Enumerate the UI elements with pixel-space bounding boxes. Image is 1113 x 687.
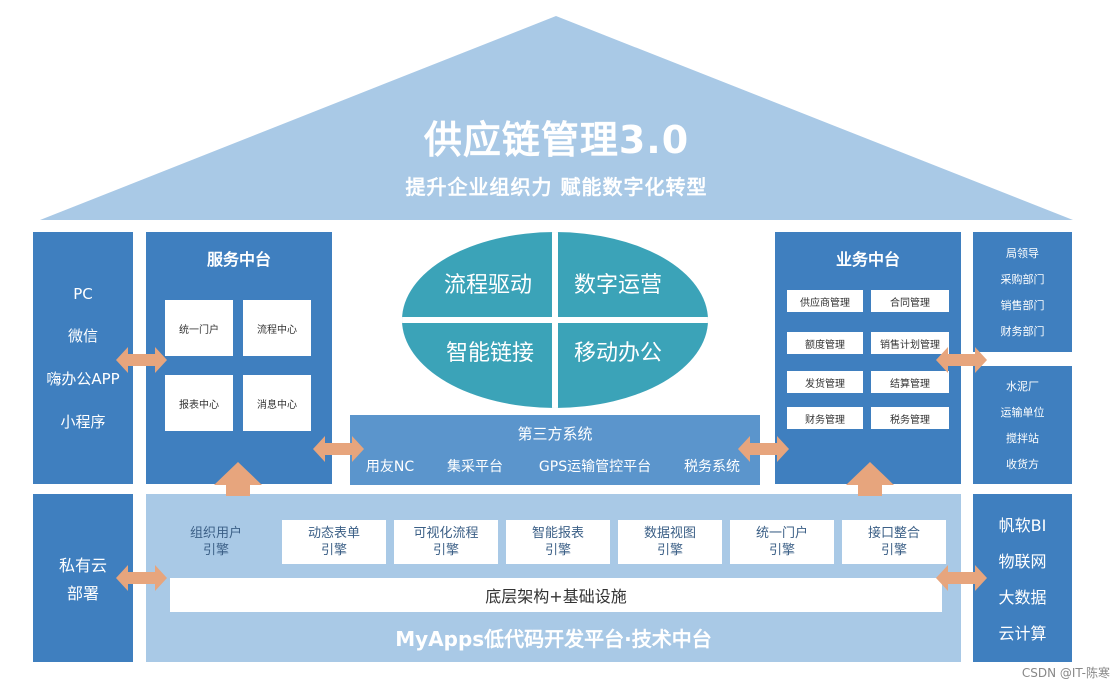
third-party-gps: GPS运输管控平台 [538, 459, 652, 475]
arrow-business-org [936, 347, 987, 373]
client-channels-panel: PC 微信 嗨办公APP 小程序 [33, 232, 133, 484]
third-party-yonyou: 用友NC [365, 459, 415, 475]
engine-unified-portal-name: 统一门户 [755, 526, 808, 541]
service-item-process: 流程中心 [243, 300, 311, 356]
org-leader: 局领导 [1006, 247, 1039, 260]
partner-cement-plant: 水泥厂 [1006, 380, 1039, 393]
client-wechat: 微信 [67, 326, 98, 345]
service-item-portal: 统一门户 [165, 300, 233, 356]
engine-visual-process-name: 可视化流程 [413, 526, 479, 541]
quadrant-mobile-office: 移动办公 [574, 341, 662, 366]
partner-receiver: 收货方 [1006, 458, 1039, 471]
arrow-lowcode-up-service [214, 462, 262, 496]
engine-org-user: 组织用户 引擎 [161, 522, 271, 562]
engine-interface-integration-suffix: 引擎 [880, 543, 907, 558]
engine-data-view: 数据视图 引擎 [618, 520, 722, 564]
partner-transport: 运输单位 [1000, 406, 1045, 419]
service-platform-title: 服务中台 [206, 250, 271, 269]
internal-departments-panel: 局领导 采购部门 销售部门 财务部门 [973, 232, 1072, 352]
lowcode-platform-title: MyApps低代码开发平台·技术中台 [395, 626, 712, 651]
external-partners-panel: 水泥厂 运输单位 搅拌站 收货方 [973, 366, 1072, 484]
service-fanruan-bi: 帆软BI [998, 516, 1047, 535]
arrow-lowcode-services [936, 565, 987, 591]
client-pc: PC [73, 284, 93, 303]
engine-dynamic-form-name: 动态表单 [307, 526, 360, 541]
engine-interface-integration: 接口整合 引擎 [842, 520, 946, 564]
third-party-procurement: 集采平台 [447, 459, 503, 475]
arrow-cloud-lowcode [116, 565, 167, 591]
engine-org-user-name: 组织用户 [189, 526, 242, 541]
lowcode-platform-panel: 组织用户 引擎 动态表单 引擎 可视化流程 引擎 智能报表 引擎 数据视图 引擎… [146, 494, 961, 662]
engine-unified-portal: 统一门户 引擎 [730, 520, 834, 564]
business-item-shipping: 发货管理 [787, 371, 863, 393]
business-item-supplier: 供应商管理 [787, 290, 863, 312]
foundation-bar: 底层架构+基础设施 [170, 578, 942, 612]
engine-smart-report-name: 智能报表 [531, 526, 584, 541]
service-iot: 物联网 [998, 552, 1047, 571]
quadrant-process-driven: 流程驱动 [444, 273, 532, 298]
csdn-watermark: CSDN @IT-陈寒 [1021, 666, 1110, 680]
roof-shape [40, 16, 1073, 220]
engine-data-view-name: 数据视图 [643, 526, 696, 541]
org-purchasing: 采购部门 [1000, 273, 1045, 286]
engine-interface-integration-name: 接口整合 [867, 526, 920, 541]
business-item-contract: 合同管理 [871, 290, 949, 312]
quadrant-smart-link: 智能链接 [446, 341, 534, 366]
client-miniprogram: 小程序 [60, 412, 106, 431]
core-capabilities-oval: 流程驱动 数字运营 智能链接 移动办公 [402, 232, 708, 408]
engine-dynamic-form-suffix: 引擎 [320, 543, 347, 558]
business-platform-panel: 业务中台 供应商管理 合同管理 额度管理 销售计划管理 发货管理 结算管理 财务… [775, 232, 961, 484]
engine-smart-report: 智能报表 引擎 [506, 520, 610, 564]
business-item-sales-plan: 销售计划管理 [871, 332, 949, 354]
client-app: 嗨办公APP [46, 369, 120, 388]
service-item-report: 报表中心 [165, 375, 233, 431]
business-item-settlement: 结算管理 [871, 371, 949, 393]
third-party-systems-panel: 第三方系统 用友NC 集采平台 GPS运输管控平台 税务系统 [350, 415, 760, 485]
service-cloud: 云计算 [998, 624, 1047, 643]
org-finance: 财务部门 [1000, 325, 1045, 338]
business-platform-title: 业务中台 [835, 250, 900, 269]
engine-unified-portal-suffix: 引擎 [768, 543, 795, 558]
diagram-title: 供应链管理3.0 [423, 117, 690, 162]
quadrant-digital-operation: 数字运营 [574, 273, 662, 298]
org-sales: 销售部门 [1000, 299, 1045, 312]
third-party-title: 第三方系统 [517, 424, 593, 443]
engine-smart-report-suffix: 引擎 [544, 543, 571, 558]
service-item-message: 消息中心 [243, 375, 311, 431]
private-cloud-line1: 私有云 [58, 556, 107, 575]
engine-visual-process: 可视化流程 引擎 [394, 520, 498, 564]
engine-data-view-suffix: 引擎 [656, 543, 683, 558]
private-cloud-line2: 部署 [66, 584, 99, 603]
partner-mixing-station: 搅拌站 [1006, 432, 1039, 445]
service-bigdata: 大数据 [998, 588, 1047, 607]
arrow-clients-service [116, 347, 167, 373]
arrow-service-thirdparty [313, 436, 364, 462]
business-item-quota: 额度管理 [787, 332, 863, 354]
business-item-finance: 财务管理 [787, 407, 863, 429]
business-item-tax: 税务管理 [871, 407, 949, 429]
third-party-tax: 税务系统 [684, 459, 740, 475]
arrow-lowcode-up-business [846, 462, 894, 496]
data-services-panel: 帆软BI 物联网 大数据 云计算 [973, 494, 1072, 662]
engine-dynamic-form: 动态表单 引擎 [282, 520, 386, 564]
engine-visual-process-suffix: 引擎 [432, 543, 459, 558]
arrow-thirdparty-business [738, 436, 789, 462]
service-platform-panel: 服务中台 统一门户 流程中心 报表中心 消息中心 [146, 232, 332, 484]
engine-org-user-suffix: 引擎 [202, 543, 229, 558]
diagram-subtitle: 提升企业组织力 赋能数字化转型 [405, 174, 708, 199]
